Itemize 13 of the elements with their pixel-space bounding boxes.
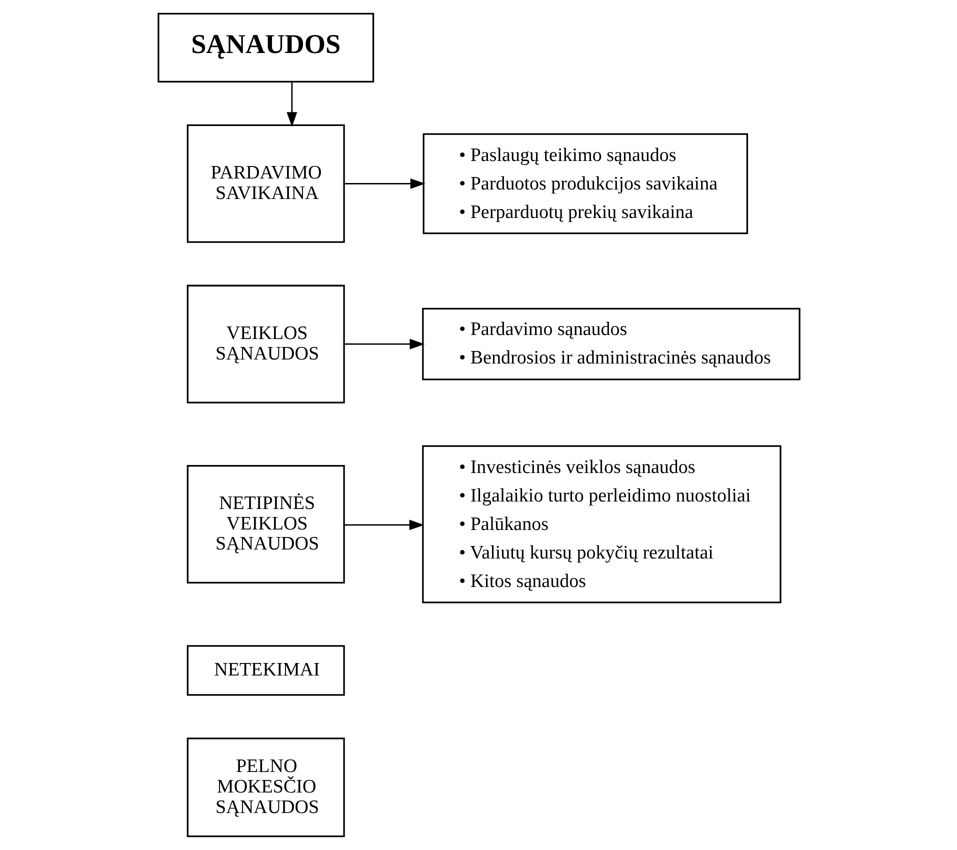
arrow xyxy=(344,178,425,189)
arrow xyxy=(286,82,297,128)
arrow xyxy=(344,338,424,350)
node-box: • Pardavimo sąnaudos • Bendrosios ir administracinės sąnaudos xyxy=(422,308,800,380)
node-box: VEIKLOS SĄNAUDOS xyxy=(186,284,344,404)
node-box: PELNO MOKESČIO SĄNAUDOS xyxy=(186,738,344,838)
arrow xyxy=(344,520,424,530)
node-box: • Investicinės veiklos sąnaudos • Ilgalaikio turto perleidimo nuostoliai • Palūkanos • Valiutų kursų pokyčių rezultatai • Kitos sąnaudos xyxy=(422,445,781,604)
node-box: NETEKIMAI xyxy=(186,645,344,696)
node-box: SĄNAUDOS xyxy=(157,12,374,82)
node-box: • Paslaugų teikimo sąnaudos • Parduotos produkcijos savikaina • Perparduotų prekių savikaina xyxy=(422,133,748,234)
node-box: NETIPINĖS VEIKLOS SĄNAUDOS xyxy=(186,464,344,584)
node-box: PARDAVIMO SAVIKAINA xyxy=(186,124,344,243)
